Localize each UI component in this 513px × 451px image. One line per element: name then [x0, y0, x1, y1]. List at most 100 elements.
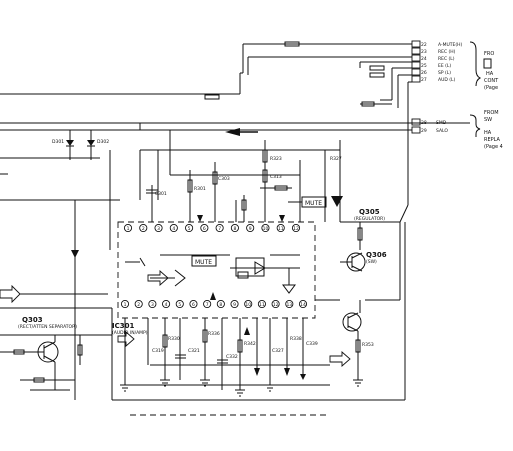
- diode-d302: D302: [87, 130, 109, 160]
- connector-mid-note-3: HA: [484, 130, 492, 136]
- ic301-pin-number: 9: [233, 302, 236, 308]
- ic301-pin-number: 7: [206, 302, 209, 308]
- svg-text:R336: R336: [208, 331, 220, 337]
- ic301-pin-number: 6: [192, 302, 195, 308]
- connector-mid-note-2: SW: [484, 117, 492, 123]
- down-arrow-icon-3: [197, 215, 203, 222]
- svg-text:MUTE: MUTE: [195, 259, 212, 266]
- connector-top-note-3: CONT: [484, 78, 499, 84]
- ic301-pin-number: 6: [203, 226, 206, 232]
- left-rails: [0, 150, 159, 400]
- input-arrow-icon: [0, 284, 21, 304]
- ic301-pin: 6: [189, 299, 198, 309]
- ic301-pin-number: 12: [293, 226, 299, 232]
- connector-top-note-2: HA: [486, 71, 494, 77]
- down-arrow-icon-2: [331, 196, 343, 207]
- connector-top-brace: [469, 41, 482, 87]
- svg-text:Q306: Q306: [366, 251, 387, 259]
- down-arrow-icon: [71, 250, 79, 258]
- svg-text:C303: C303: [218, 176, 230, 182]
- ic301-pin: 5: [175, 299, 184, 309]
- svg-text:C327: C327: [272, 348, 284, 354]
- connector-top-pin-label: REC (L): [438, 56, 455, 62]
- diode-d301: D301: [52, 130, 74, 160]
- ic301-pin: 8: [216, 299, 225, 309]
- ic301-sublabel: (AUDIO IN/AMP): [112, 330, 148, 336]
- svg-text:(SW): (SW): [366, 259, 377, 265]
- ic301-pin-number: 14: [300, 302, 306, 308]
- ic301-pin: 3: [154, 223, 163, 233]
- ic301-pin-number: 13: [286, 302, 292, 308]
- svg-text:R342: R342: [244, 341, 256, 347]
- ic301-pin-number: 11: [278, 226, 284, 232]
- d302-label: D302: [97, 139, 109, 145]
- ic301-pin: 9: [230, 299, 239, 309]
- left-arrow-icon: [225, 128, 240, 136]
- top-wiring: [0, 41, 470, 205]
- svg-text:MUTE: MUTE: [305, 200, 322, 207]
- svg-text:C332: C332: [226, 354, 238, 360]
- up-arrow-icon: [210, 292, 216, 300]
- ic301-pin-number: 9: [249, 226, 252, 232]
- internal-amp-icon: [282, 284, 296, 294]
- hollow-arrow-icon: [117, 331, 135, 347]
- connector-mid-note-5: (Page 4: [484, 144, 503, 150]
- connector-top-pin-label: REC (H): [438, 49, 456, 55]
- transistor-q306: Q306 (SW): [340, 251, 387, 272]
- ic301-pin: 11: [276, 223, 285, 233]
- ic301-pin: 2: [134, 299, 143, 309]
- svg-text:C313: C313: [270, 174, 282, 180]
- svg-text:R330: R330: [168, 336, 180, 342]
- ic301-pin: 7: [215, 223, 224, 233]
- ic301-pin: 10: [261, 223, 270, 233]
- ic301-pin-number: 1: [124, 302, 127, 308]
- d301-label: D301: [52, 139, 64, 145]
- hollow-arrow-icon-3: [329, 351, 351, 367]
- up-arrow-icon-2: [244, 327, 250, 335]
- ic301-pin-number: 7: [218, 226, 221, 232]
- ic301-pin: 5: [185, 223, 194, 233]
- upper-components: C301 R301 C303 R323 C313 R327: [140, 140, 342, 222]
- down-arrow-icon-6: [284, 368, 290, 376]
- svg-text:R301: R301: [194, 186, 206, 192]
- ic301-pin: 12: [291, 223, 301, 233]
- connector-top-note-1: FRO: [484, 51, 494, 57]
- connector-mid-pin-label: SALO: [436, 128, 448, 134]
- ic301-pin: 4: [169, 223, 178, 233]
- connector-top-pin-label: A-MUTE(H): [438, 42, 463, 48]
- ic301-pin-number: 12: [273, 302, 279, 308]
- svg-text:C339: C339: [306, 341, 318, 347]
- ic301-pin-number: 11: [259, 302, 265, 308]
- ic301-pin-number: 8: [219, 302, 222, 308]
- ic301-pin: 4: [162, 299, 171, 309]
- ic301-label: IC301: [112, 322, 134, 330]
- ic301-pin: 13: [285, 299, 294, 309]
- ic301-pin: 14: [298, 299, 308, 309]
- ic301-pin: 2: [139, 223, 148, 233]
- mute-tag-mid: [191, 255, 217, 267]
- connector-mid-note-1: FROM: [484, 110, 499, 116]
- ic301-pin-number: 4: [172, 226, 175, 232]
- down-arrow-icon-4: [279, 215, 285, 222]
- lower-wiring: C319 R330 C321 C332 R342 R336 C327 R338 …: [111, 222, 406, 416]
- transistor-q303: Q303 (RECT/ATTEN SEPARATOR): [0, 316, 112, 391]
- ic301-pin: 10: [244, 299, 253, 309]
- transistor-bottom-right: [342, 204, 409, 380]
- svg-text:R353: R353: [362, 342, 374, 348]
- svg-text:R327: R327: [330, 156, 342, 162]
- ic301-pin: 9: [246, 223, 255, 233]
- ic301-pin: 7: [203, 299, 212, 309]
- down-arrow-icon-5: [254, 368, 260, 376]
- connector-mid-pin-number: 29: [421, 128, 427, 134]
- connector-top-pin-label: SP (L): [438, 70, 451, 76]
- ic301-pin-number: 5: [188, 226, 191, 232]
- svg-text:(REGULATOR): (REGULATOR): [354, 216, 385, 222]
- ic301-pin-number: 4: [165, 302, 168, 308]
